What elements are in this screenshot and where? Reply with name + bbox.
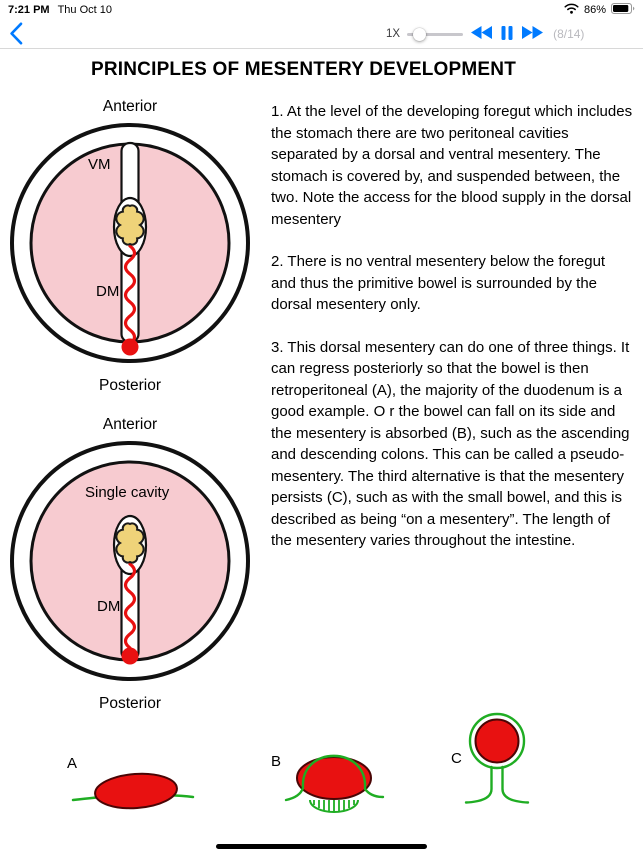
wifi-icon <box>564 3 579 17</box>
pause-button[interactable] <box>500 25 514 43</box>
paragraph-1: 1. At the level of the developing foregu… <box>271 103 633 228</box>
pseudo-mesentery-figure <box>284 754 385 813</box>
foregut-cross-section-diagram: VM DM <box>5 119 255 369</box>
chevron-left-icon <box>9 22 23 48</box>
figure1-dm-label: DM <box>96 283 120 300</box>
speed-label: 1X <box>386 28 401 40</box>
page-title: PRINCIPLES OF MESENTERY DEVELOPMENT <box>90 59 517 80</box>
single-cavity-cross-section-diagram: Single cavity DM <box>5 437 255 687</box>
rewind-icon <box>471 26 493 42</box>
figure-foregut: Anterior VM DM Posterior <box>5 97 255 395</box>
slider-knob[interactable] <box>413 27 427 41</box>
blood-vessel-origin <box>121 647 139 665</box>
clock-time: 7:21 PM <box>8 4 50 16</box>
status-bar: 7:21 PM Thu Oct 10 86% <box>0 0 643 20</box>
gut-tube <box>115 204 145 246</box>
nav-bar: 1X <box>0 20 643 49</box>
speed-slider[interactable] <box>407 24 464 44</box>
paragraph-2: 2. There is no ventral mesentery below t… <box>271 253 606 313</box>
blood-vessel <box>123 562 137 650</box>
figure2-dm-label: DM <box>97 598 121 615</box>
bowel <box>296 756 372 800</box>
gut-tube <box>115 522 145 564</box>
home-indicator[interactable] <box>216 844 427 849</box>
variant-a-label: A <box>67 755 78 772</box>
fast-forward-button[interactable] <box>521 26 544 42</box>
figure-single-cavity: Anterior Single cavity DM Posterior <box>5 415 255 713</box>
peritoneum-ring <box>468 712 526 770</box>
figure1-posterior-label: Posterior <box>98 377 162 394</box>
figure2-anterior-label: Anterior <box>102 416 158 433</box>
peritoneum-drape <box>284 754 385 802</box>
figure2-posterior-label: Posterior <box>98 695 162 712</box>
rewind-button[interactable] <box>470 26 493 42</box>
playback-controls: 1X <box>386 20 584 48</box>
blood-vessel-origin <box>121 338 139 356</box>
figure1-vm-label: VM <box>88 156 111 173</box>
bowel <box>94 772 178 810</box>
back-button[interactable] <box>9 22 31 48</box>
bowel <box>474 718 520 764</box>
body-text: 1. At the level of the developing foregu… <box>271 101 633 573</box>
battery-icon <box>611 3 635 17</box>
paragraph-3: 3. This dorsal mesentery can do one of t… <box>271 338 630 550</box>
variant-b-label: B <box>271 753 282 770</box>
clock-date: Thu Oct 10 <box>57 4 112 16</box>
variant-c-label: C <box>451 750 462 767</box>
page-indicator: (8/14) <box>553 27 585 41</box>
on-mesentery-figure <box>464 712 530 804</box>
slider-track[interactable] <box>407 32 464 36</box>
pause-icon <box>501 25 513 43</box>
battery-percent: 86% <box>583 4 606 16</box>
blood-vessel <box>123 244 137 346</box>
retroperitoneal-figure <box>71 772 195 810</box>
figure2-cavity-label: Single cavity <box>85 484 170 501</box>
fringe-hatching <box>313 800 355 812</box>
mesentery-stalk-left <box>464 765 493 804</box>
fast-forward-icon <box>522 26 544 42</box>
mesentery-stalk-right <box>501 765 530 804</box>
mesentery-variants-diagram: A B C <box>0 705 643 835</box>
figure1-anterior-label: Anterior <box>102 98 158 115</box>
